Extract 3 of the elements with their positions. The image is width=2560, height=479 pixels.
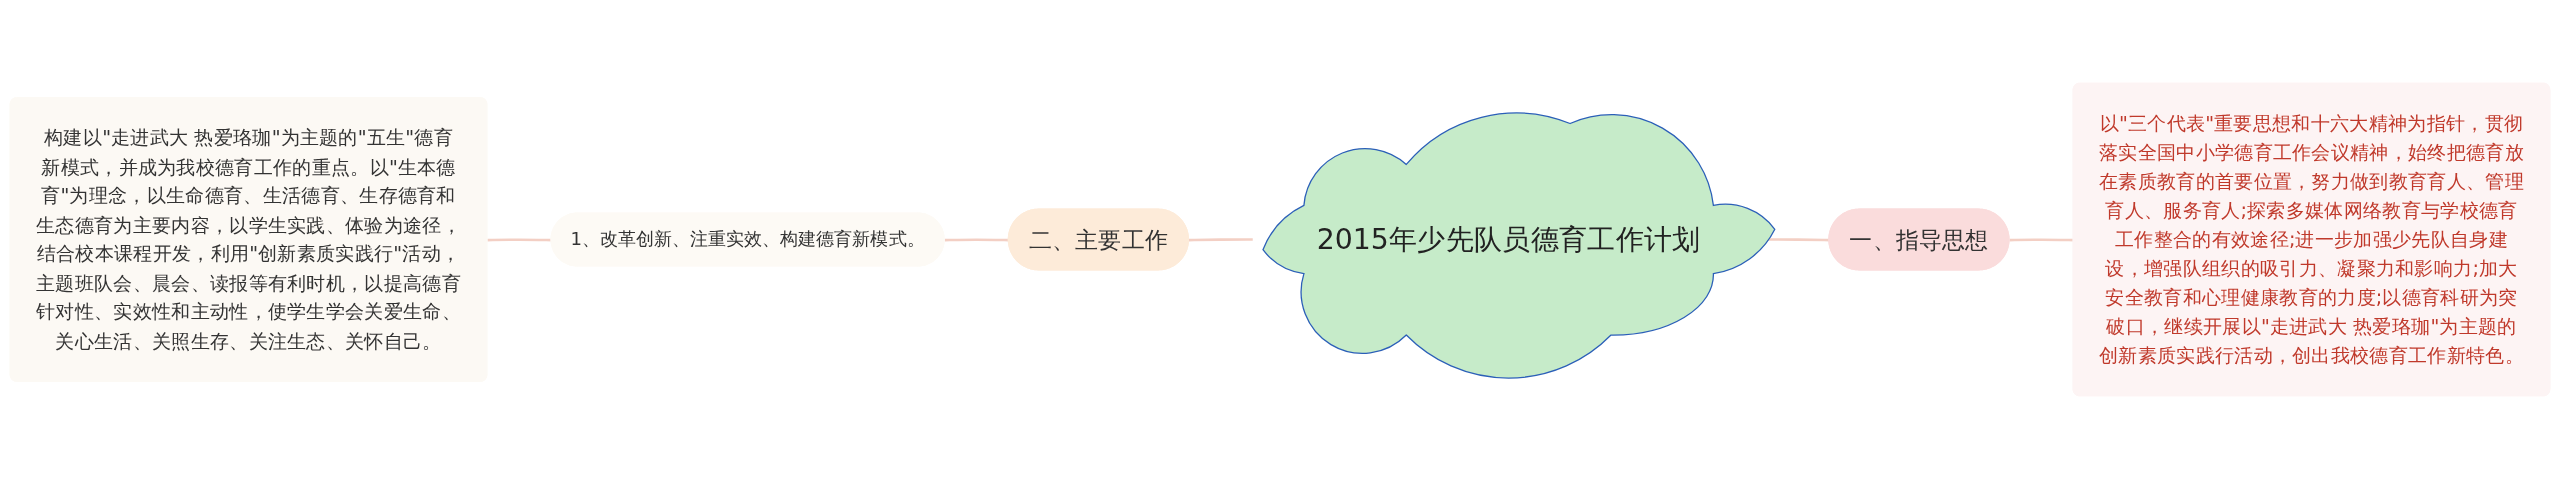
connector	[2009, 238, 2074, 242]
connector	[487, 238, 552, 242]
connector	[1188, 238, 1253, 242]
